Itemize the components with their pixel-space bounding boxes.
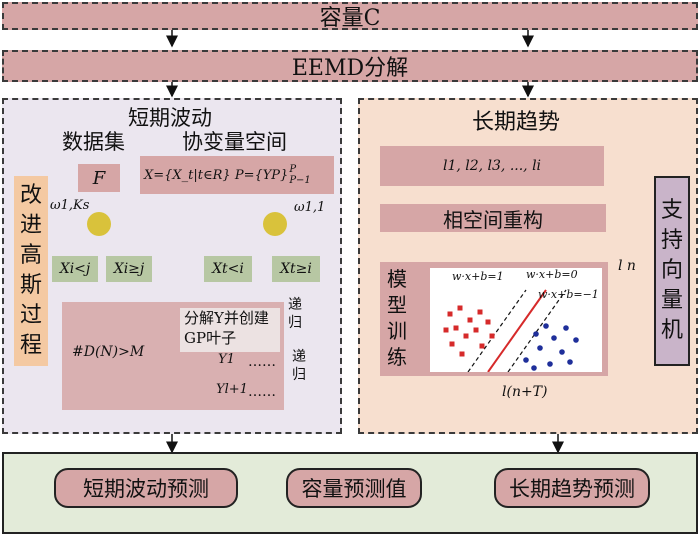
f-box: F: [78, 164, 120, 192]
blue-point: [567, 359, 573, 365]
output-label: l(n+T): [502, 384, 548, 400]
red-point: [459, 351, 465, 357]
short-term-prediction-box: 短期波动预测: [54, 468, 238, 508]
model-char: 模: [387, 267, 407, 291]
side-char: 过: [19, 303, 42, 328]
blue-point: [563, 325, 569, 331]
short-term-prediction-label: 短期波动预测: [83, 477, 209, 501]
side-char: 斯: [19, 273, 42, 298]
formula-text: X={X_t|t∈R} P={YP}: [144, 167, 289, 183]
svm-char: 持: [660, 228, 683, 253]
split-node-right: [263, 212, 287, 236]
red-point: [457, 305, 463, 311]
long-term-prediction-box: 长期趋势预测: [494, 468, 650, 508]
svm-char: 向: [660, 258, 683, 283]
blue-point: [573, 337, 579, 343]
leaf-box: Xi≥j: [106, 256, 152, 282]
side-char: 程: [19, 333, 42, 358]
dataset-label: 数据集: [62, 130, 125, 154]
red-point: [485, 319, 491, 325]
recursion-label-1: 递归: [288, 297, 302, 331]
svm-plot-svg: [443, 289, 579, 372]
side-char: 改: [19, 183, 42, 208]
svm-label-zero: w·x+b=0: [526, 268, 578, 281]
svm-plot: [430, 268, 602, 372]
capacity-prediction-label: 容量预测值: [301, 477, 407, 501]
leaf-box: Xt<i: [204, 256, 252, 282]
blue-point: [547, 361, 553, 367]
blue-point: [531, 365, 537, 371]
ellipsis-bottom: ……: [248, 384, 276, 400]
red-point: [489, 333, 495, 339]
capacity-bar: 容量C: [2, 2, 698, 31]
svm-side-label: 支 持 向 量 机: [654, 176, 690, 366]
red-point: [463, 333, 469, 339]
eemd-bar: EEMD分解: [2, 50, 698, 82]
red-point: [443, 327, 449, 333]
recursion-label-2: 递归: [292, 349, 306, 383]
improved-gp-side-label: 改 进 高 斯 过 程: [14, 176, 48, 366]
sequence-label: l1, l2, l3, ..., li: [442, 158, 542, 174]
red-point: [447, 311, 453, 317]
red-point: [479, 343, 485, 349]
y-bottom-label: Yl+1: [216, 382, 248, 397]
red-point: [467, 317, 473, 323]
blue-point: [543, 323, 549, 329]
ellipsis-top: ……: [248, 354, 276, 370]
model-char: 型: [387, 293, 407, 317]
hyperplane-line: [487, 289, 547, 372]
leaf-label: Xi≥j: [113, 261, 145, 277]
phase-reconstruct-label: 相空间重构: [443, 207, 543, 232]
covariate-formula-box: X={X_t|t∈R} P={YP} P P−1: [140, 156, 334, 194]
svm-char: 支: [660, 198, 683, 223]
sequence-box: l1, l2, l3, ..., li: [380, 146, 604, 186]
red-point: [477, 309, 483, 315]
ln-label: l n: [618, 258, 636, 274]
svm-label-pos: w·x+b=1: [452, 270, 504, 283]
capacity-label: 容量C: [319, 6, 381, 31]
split-leaf-label: 分解Y并创建GP叶子: [180, 308, 280, 352]
phase-reconstruct-box: 相空间重构: [380, 204, 606, 232]
omega-left: ω1,Ks: [50, 198, 90, 213]
leaf-label: Xi<j: [59, 261, 91, 277]
svm-char: 量: [660, 288, 683, 313]
f-label: F: [92, 167, 106, 189]
red-point: [449, 341, 455, 347]
formula-sub: P−1: [289, 175, 311, 186]
red-point: [453, 325, 459, 331]
side-char: 进: [19, 213, 42, 238]
blue-point: [551, 335, 557, 341]
long-term-prediction-label: 长期趋势预测: [509, 477, 635, 501]
side-char: 高: [19, 243, 42, 268]
covariate-label: 协变量空间: [182, 130, 287, 154]
model-char: 训: [387, 319, 407, 343]
formula-sup: P: [289, 164, 297, 175]
decision-label: #D(N)>M: [72, 344, 145, 360]
leaf-label: Xt<i: [212, 261, 244, 277]
blue-point: [537, 345, 543, 351]
long-term-title: 长期趋势: [472, 110, 561, 135]
blue-point: [523, 357, 529, 363]
split-node-left: [87, 212, 111, 236]
model-training-label: 模 型 训 练: [384, 266, 410, 370]
blue-point: [533, 331, 539, 337]
omega-right: ω1,1: [294, 200, 326, 215]
leaf-box: Xi<j: [52, 256, 98, 282]
margin-line-neg: [507, 289, 567, 372]
red-point: [473, 327, 479, 333]
leaf-label: Xt≥i: [280, 261, 312, 277]
capacity-prediction-box: 容量预测值: [286, 468, 422, 508]
svm-char: 机: [660, 318, 683, 343]
blue-point: [559, 349, 565, 355]
margin-line-pos: [467, 289, 527, 372]
svm-label-neg: w·x+b=−1: [538, 288, 599, 301]
eemd-label: EEMD分解: [291, 56, 409, 81]
short-term-title: 短期波动: [128, 106, 212, 130]
leaf-box: Xt≥i: [272, 256, 320, 282]
model-char: 练: [387, 345, 407, 369]
y-top-label: Y1: [218, 352, 235, 367]
